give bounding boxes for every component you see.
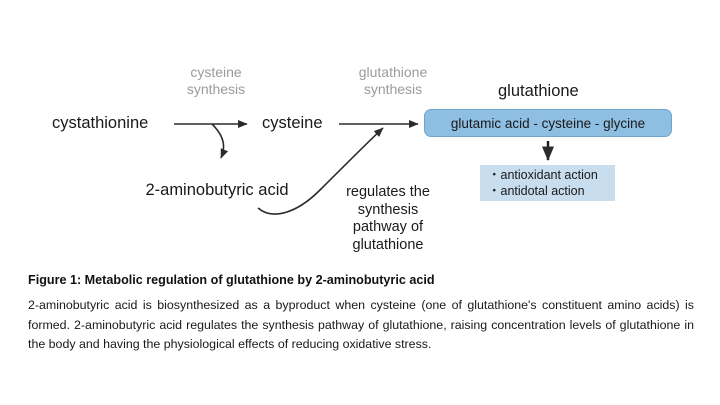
node-aminobutyric-acid: 2-aminobutyric acid <box>145 181 289 199</box>
action-item-antioxidant: ・antioxidant action <box>488 168 598 182</box>
action-item-antidotal: ・antidotal action <box>488 184 585 198</box>
figure-caption: Figure 1: Metabolic regulation of glutat… <box>28 272 694 355</box>
node-glutathione-title: glutathione <box>498 82 579 100</box>
node-cystathionine: cystathionine <box>52 114 149 132</box>
step-label-glutathione-synthesis: glutathione synthesis <box>345 64 441 98</box>
figure-caption-body: 2-aminobutyric acid is biosynthesized as… <box>28 298 694 351</box>
glutathione-composition-box: glutamic acid - cysteine - glycine <box>424 109 672 137</box>
step-label-cysteine-synthesis: cysteine synthesis <box>168 64 264 98</box>
metabolic-pathway-diagram: cystathionine cysteine 2-aminobutyric ac… <box>52 64 672 253</box>
arrow-branch-to-aminobutyric-acid <box>211 123 229 159</box>
step-label-cysteine-synthesis-line1: cysteine <box>190 64 242 80</box>
diagram-arrows <box>174 120 554 215</box>
node-cysteine: cysteine <box>262 114 323 132</box>
annotation-regulates-synthesis: regulates the synthesis pathway of gluta… <box>346 184 430 253</box>
step-label-glutathione-synthesis-line2: synthesis <box>363 81 423 97</box>
step-label-cysteine-synthesis-line2: synthesis <box>186 81 246 97</box>
glutathione-composition-text: glutamic acid - cysteine - glycine <box>450 115 646 131</box>
figure-caption-title: Figure 1: Metabolic regulation of glutat… <box>28 273 435 287</box>
arrow-regulation-curve <box>257 127 384 215</box>
step-label-glutathione-synthesis-line1: glutathione <box>358 64 428 80</box>
glutathione-actions-box: ・antioxidant action ・antidotal action <box>480 165 615 201</box>
